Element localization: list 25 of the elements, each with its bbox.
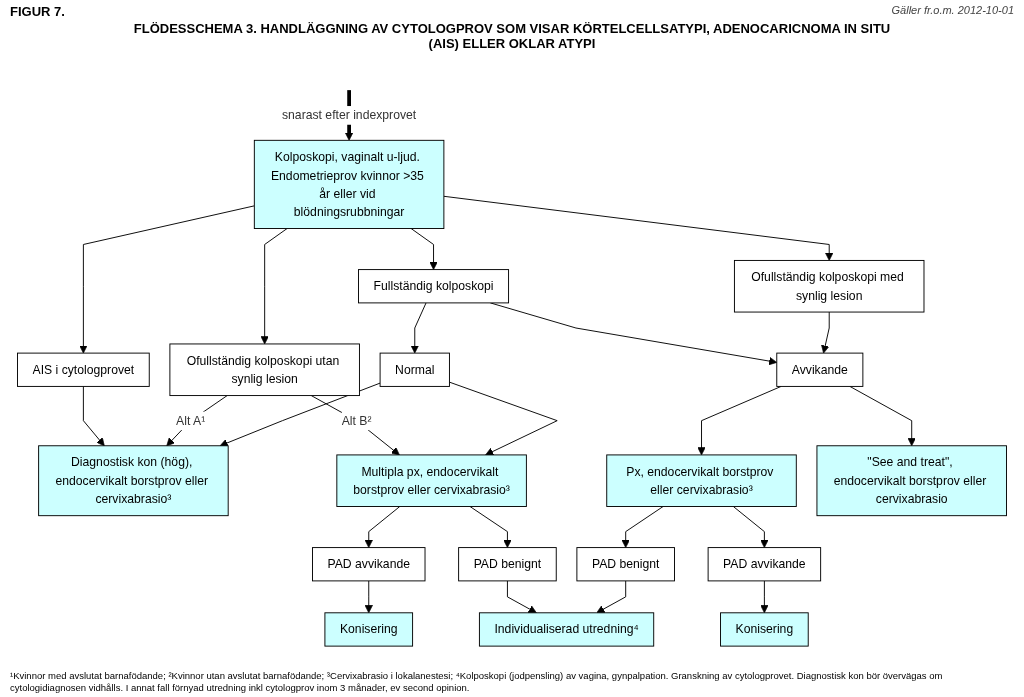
node-box: Ofullständig kolposkopi utan synlig lesion	[169, 343, 360, 397]
node-box: Konisering	[720, 612, 809, 647]
node-box: Individualiserad utredning⁴	[478, 612, 655, 647]
node-box: "See and treat", endocervikalt borstprov eller cervixabrasio	[816, 445, 1007, 517]
diagram-title: FLÖDESSCHEMA 3. HANDLÄGGNING AV CYTOLOGPROV SOM VISAR KÖRTELCELLSATYPI, ADENOCARICNOMA IN SITU (AIS) ELLER OKLAR ATYPI	[132, 21, 892, 51]
node-box: Fullständig kolposkopi	[358, 269, 510, 304]
node-box: Ofullständig kolposkopi med synlig lesion	[733, 259, 925, 313]
node-box: Px, endocervikalt borstprov eller cervixabrasio³	[606, 454, 797, 507]
node-box: AIS i cytologprovet	[17, 352, 150, 387]
node-box: Konisering	[324, 612, 414, 647]
node-box: PAD benignt	[458, 547, 557, 582]
edge-label: Alt B²	[341, 413, 372, 428]
node-box: Diagnostisk kon (hög), endocervikalt borstprov eller cervixabrasio³	[38, 445, 229, 517]
node-box: PAD avvikande	[707, 547, 822, 582]
node-box: Normal	[379, 352, 450, 387]
validity-note: Gäller fr.o.m. 2012-10-01	[891, 4, 1014, 18]
node-box: Multipla px, endocervikalt borstprov eller cervixabrasio³	[336, 454, 527, 507]
figure-number: FIGUR 7.	[10, 4, 65, 19]
node-box: Avvikande	[776, 352, 864, 387]
node-box: PAD benignt	[576, 547, 675, 582]
node-box: PAD avvikande	[312, 547, 426, 582]
edge-label: snarast efter indexprovet	[281, 107, 417, 123]
edge-label: Alt A¹	[176, 413, 206, 428]
footnote: ¹Kvinnor med avslutat barnafödande; ²Kvinnor utan avslutat barnafödande; ³Cervixabrasio i lokalanestesi; ⁴Kolposkopi (jodpensling) av vagina, gynpalpation. Granskning av cytologprovet. Diagnostisk kon bör övervägas om cytologidiagnosen vidhålls. I annat fall förnyad utredning inkl cytologprov inom 3 månader, ev second opinion.	[10, 670, 944, 693]
node-box: Kolposkopi, vaginalt u-ljud. Endometrieprov kvinnor >35 år eller vid blödningsrubbningar	[253, 139, 445, 229]
